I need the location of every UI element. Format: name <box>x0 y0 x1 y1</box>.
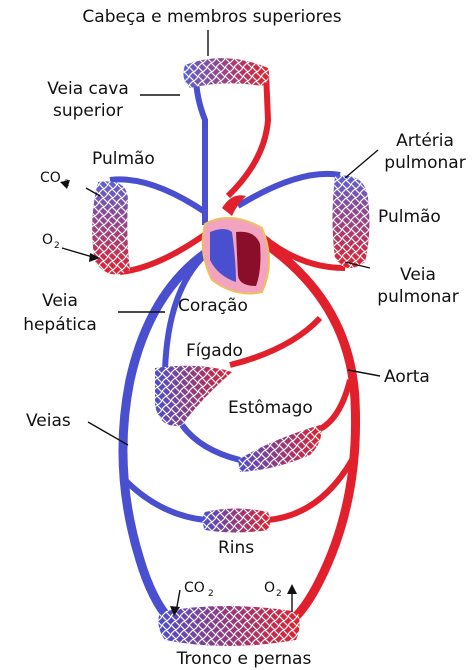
co2-left-label: CO 2 <box>40 170 70 189</box>
heart-label: Coração <box>178 296 248 316</box>
svg-text:2: 2 <box>54 241 60 251</box>
hv-label-1: Veia <box>42 291 78 311</box>
svg-text:O: O <box>42 232 53 248</box>
svg-text:2: 2 <box>64 179 70 189</box>
svc-label-2: superior <box>53 101 123 121</box>
head-circuit <box>183 58 272 225</box>
aorta-label: Aorta <box>384 367 430 387</box>
trunk-label: Tronco e pernas <box>176 649 312 669</box>
lung-left-label: Pulmão <box>92 149 155 169</box>
svg-text:2: 2 <box>276 589 282 599</box>
stomach <box>238 379 353 472</box>
head-label: Cabeça e membros superiores <box>82 7 341 27</box>
o2-trunk-label: O 2 <box>264 580 282 599</box>
veins-label: Veias <box>26 411 71 431</box>
pv-label-1: Veia <box>400 265 436 285</box>
right-ventricle <box>210 229 236 282</box>
svc-label-1: Veia cava <box>47 79 129 99</box>
lung-right-label: Pulmão <box>378 207 441 227</box>
liver <box>155 315 323 463</box>
kidneys-label: Rins <box>218 538 254 558</box>
liver-label: Fígado <box>186 341 243 361</box>
kidneys <box>122 458 355 533</box>
o2-left-label: O 2 <box>42 232 60 251</box>
pa-label-1: Artéria <box>396 131 454 151</box>
svg-text:O: O <box>264 580 275 596</box>
left-ventricle <box>236 231 261 286</box>
trunk-legs <box>158 606 300 646</box>
aortic-arch <box>222 195 246 216</box>
left-lung <box>92 176 216 275</box>
pointer-arrows <box>60 180 297 616</box>
heart <box>201 195 270 295</box>
stomach-label: Estômago <box>228 398 313 418</box>
pv-label-2: pulmonar <box>377 287 458 307</box>
svg-text:CO: CO <box>184 580 205 596</box>
right-lung <box>236 170 370 271</box>
main-vessels <box>118 236 361 626</box>
pa-label-2: pulmonar <box>384 153 465 173</box>
co2-trunk-label: CO 2 <box>184 580 214 599</box>
svg-text:2: 2 <box>208 589 214 599</box>
svg-text:CO: CO <box>40 170 61 186</box>
hv-label-2: hepática <box>23 315 97 335</box>
